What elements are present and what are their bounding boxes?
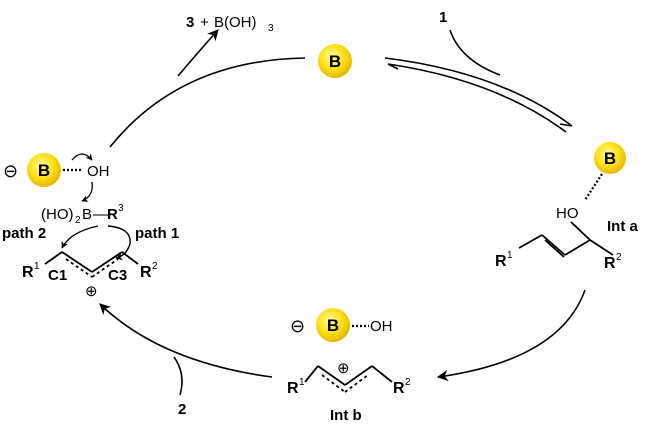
int-b-allyl-cation bbox=[304, 365, 393, 393]
equilibrium-forward-head bbox=[559, 123, 573, 127]
plus-sign: + bbox=[200, 14, 209, 31]
product-3-label: 3 bbox=[186, 14, 194, 31]
int-b-r2-sup: 2 bbox=[405, 377, 411, 388]
boronic-b: B bbox=[82, 206, 92, 223]
left-r1-sup: 1 bbox=[34, 261, 40, 272]
reactant-1-label: 1 bbox=[439, 9, 447, 26]
boric-acid-label: B(OH) bbox=[214, 14, 257, 31]
int-b-oh: OH bbox=[370, 318, 393, 335]
equilibrium-reverse-head bbox=[387, 63, 399, 70]
boric-acid-subscript: 3 bbox=[268, 23, 274, 34]
boronic-dash: — bbox=[93, 206, 108, 223]
path-2-arrow bbox=[61, 225, 99, 249]
catalyst-label: B bbox=[329, 52, 341, 71]
curved-arrow-oh-top bbox=[71, 153, 93, 161]
int-a-skeleton bbox=[518, 221, 614, 258]
catalyst-label: B bbox=[327, 316, 339, 335]
int-a-r1-sup: 1 bbox=[507, 250, 513, 261]
product-release-arrow bbox=[177, 29, 219, 77]
cycle-arrow-right bbox=[436, 289, 586, 382]
left-r2: R bbox=[140, 264, 152, 281]
int-b-r2: R bbox=[393, 380, 405, 397]
int-b-r1-sup: 1 bbox=[299, 377, 305, 388]
left-oh: OH bbox=[87, 163, 110, 180]
curved-arrow-oh-to-b bbox=[81, 181, 93, 202]
boronic-ho-sub: 2 bbox=[75, 215, 81, 226]
int-a-label: Int a bbox=[607, 218, 638, 235]
int-b-label: Int b bbox=[330, 407, 362, 424]
left-anion-icon: ⊖ bbox=[3, 161, 18, 181]
reactant-1-arrow bbox=[449, 29, 501, 76]
int-a-ho: HO bbox=[556, 205, 579, 222]
catalyst-label: B bbox=[38, 161, 50, 180]
int-a-r2: R bbox=[604, 255, 616, 272]
int-b-anion-icon: ⊖ bbox=[290, 316, 305, 336]
cycle-arrow-top-left bbox=[109, 57, 306, 148]
path-2-label: path 2 bbox=[2, 225, 46, 242]
reactant-2-arrow bbox=[173, 356, 183, 396]
path-1-label: path 1 bbox=[135, 225, 179, 242]
int-b-r1: R bbox=[287, 380, 299, 397]
int-a-r1: R bbox=[495, 253, 507, 270]
hydrogen-bond-int-a bbox=[584, 173, 603, 201]
reactant-2-label: 2 bbox=[178, 401, 186, 418]
equilibrium-forward-arrow bbox=[384, 57, 573, 127]
catalyst-label: B bbox=[604, 149, 616, 168]
left-r2-sup: 2 bbox=[152, 261, 158, 272]
c1-label: C1 bbox=[48, 267, 67, 284]
catalyst-ball-int-a: B bbox=[594, 142, 626, 174]
catalyst-ball-int-b: B bbox=[316, 308, 350, 342]
c3-label: C3 bbox=[108, 267, 127, 284]
left-cation-icon: ⊕ bbox=[85, 283, 98, 300]
boronic-r3-sup: 3 bbox=[118, 203, 124, 214]
boronic-ho: (HO) bbox=[41, 206, 74, 223]
boronic-r3: R bbox=[107, 206, 118, 223]
left-r1: R bbox=[22, 264, 34, 281]
path-1-arrow bbox=[107, 225, 131, 261]
catalyst-ball-left: B bbox=[27, 153, 61, 187]
int-b-cation-icon: ⊕ bbox=[337, 360, 350, 377]
int-a-r2-sup: 2 bbox=[616, 252, 622, 263]
equilibrium-reverse-arrow bbox=[387, 63, 567, 133]
catalyst-ball-top: B bbox=[318, 44, 352, 78]
cycle-arrow-bottom-left bbox=[99, 303, 273, 378]
left-allyl-cation bbox=[44, 251, 139, 278]
